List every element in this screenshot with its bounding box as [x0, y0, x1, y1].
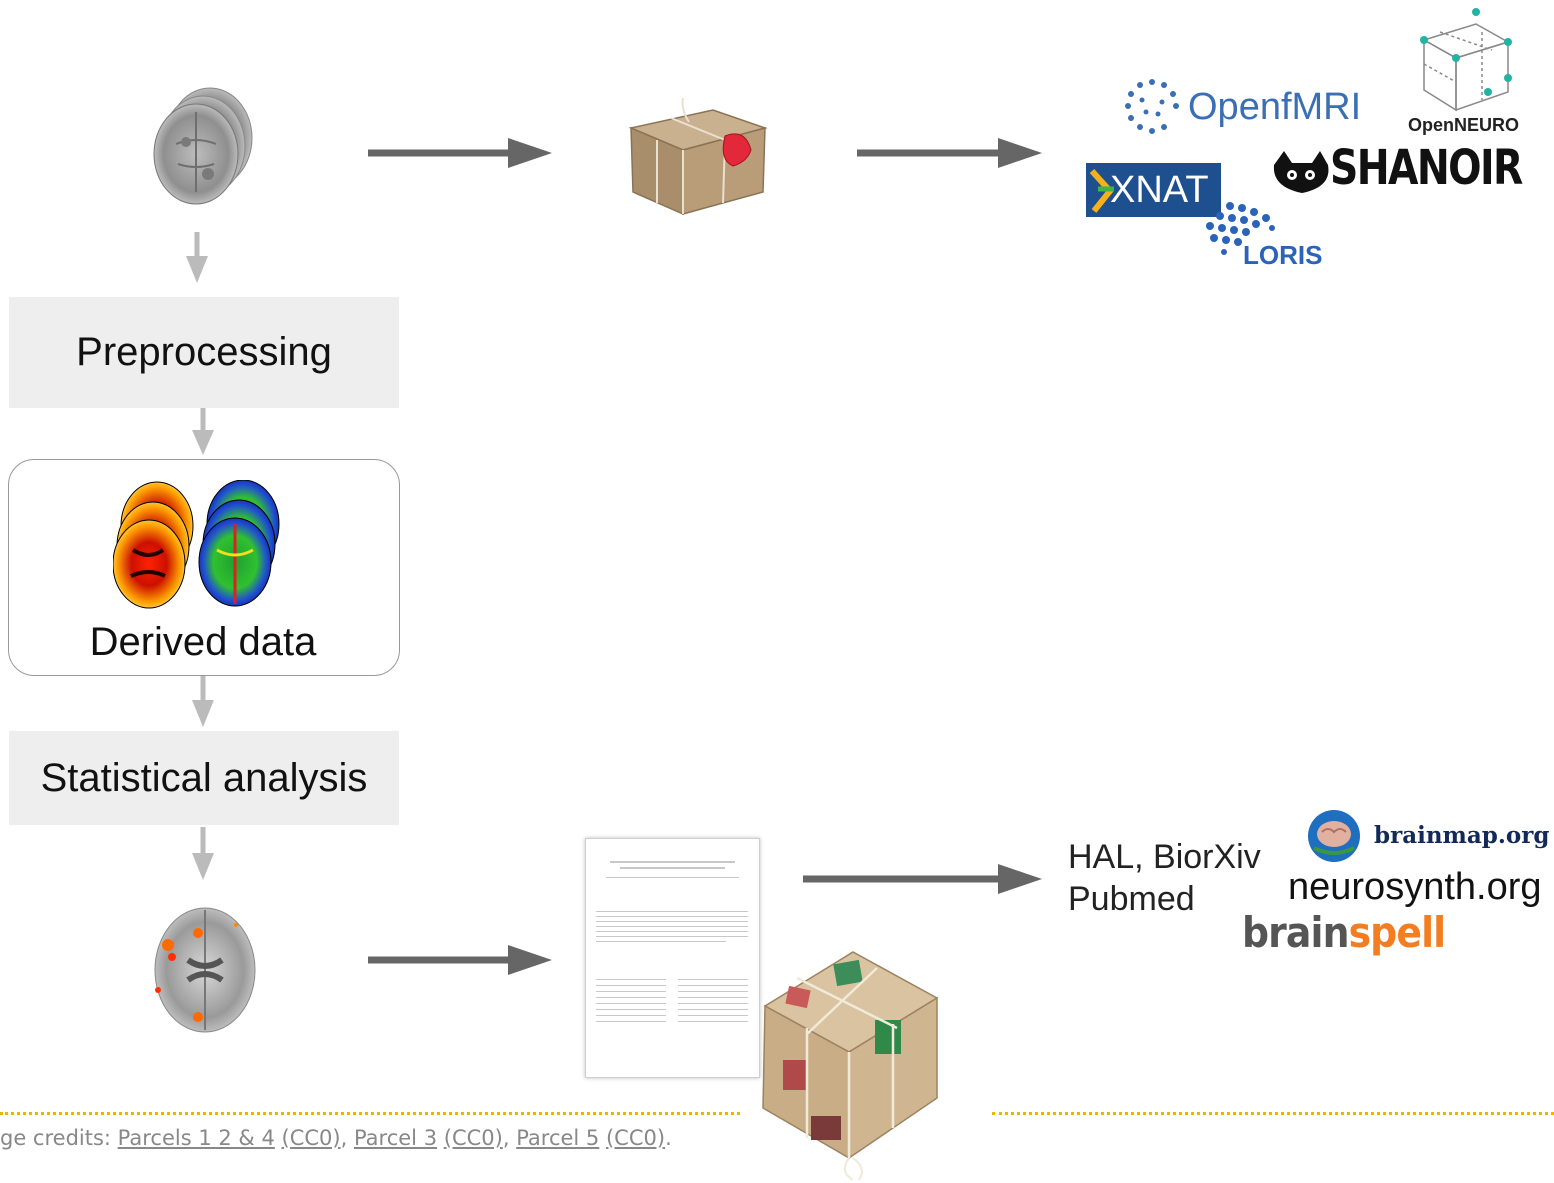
arrow-down-1 — [186, 232, 208, 283]
derived-maps-image — [113, 480, 280, 609]
brainmap-logo-text: brainmap.org — [1374, 822, 1550, 849]
image-credits: ge credits: Parcels 1 2 & 4 (CC0), Parce… — [0, 1126, 672, 1150]
pubmed-text: Pubmed — [1068, 880, 1195, 918]
openneuro-cube-icon — [1420, 8, 1512, 112]
research-paper-image — [585, 838, 760, 1078]
statistical-map-image — [154, 907, 256, 1033]
shanoir-cat-icon — [1273, 151, 1329, 193]
neurosynth-logo-text: neurosynth.org — [1288, 866, 1542, 908]
derived-data-label: Derived data — [89, 620, 317, 664]
arrow-down-3 — [192, 675, 214, 727]
footer-dotted-rule-left — [0, 1112, 740, 1115]
brainspell-spell-text: spell — [1348, 908, 1447, 957]
openfmri-logo-text: OpenfMRI — [1188, 86, 1362, 128]
footer-dotted-rule-right — [992, 1112, 1554, 1115]
xnat-logo: XNAT — [1086, 163, 1221, 217]
loris-network-icon — [1206, 202, 1275, 255]
arrow-down-4 — [192, 827, 214, 880]
xnat-logo-text: XNAT — [1110, 169, 1209, 211]
loris-logo-text: LORIS — [1243, 240, 1323, 270]
credits-link-parcel-3[interactable]: Parcel 3 — [353, 1126, 438, 1150]
credits-link-parcel-5[interactable]: Parcel 5 — [516, 1126, 600, 1150]
credits-link-parcels-1-2-4[interactable]: Parcels 1 2 & 4 — [117, 1126, 275, 1150]
shanoir-logo-text: SHANOIR — [1330, 140, 1523, 196]
brainspell-brain-text: brain — [1242, 908, 1349, 957]
brainspell-logo: brainspell — [1242, 908, 1447, 957]
credits-license-link-1[interactable]: (CC0) — [281, 1126, 341, 1150]
arrow-paper-to-publication — [803, 864, 1042, 894]
credits-license-link-3[interactable]: (CC0) — [605, 1126, 666, 1150]
credits-prefix: ge credits: — [0, 1126, 118, 1150]
arrow-results-to-paper — [368, 945, 552, 975]
statistical-analysis-label: Statistical analysis — [40, 755, 368, 800]
data-package-image — [628, 97, 768, 216]
brainmap-globe-icon — [1308, 810, 1360, 862]
credits-license-link-2[interactable]: (CC0) — [443, 1126, 503, 1150]
xnat-mark-icon — [1089, 168, 1114, 213]
preprocessing-box: Preprocessing — [9, 297, 399, 408]
stamped-package-image — [762, 951, 939, 1181]
openfmri-swirl-icon — [1125, 79, 1179, 134]
statistical-analysis-box: Statistical analysis — [9, 731, 399, 825]
arrow-down-2 — [192, 408, 214, 455]
hal-biorxiv-text: HAL, BiorXiv — [1068, 838, 1261, 876]
preprocessing-label: Preprocessing — [76, 330, 332, 374]
raw-mri-volumes-image — [153, 87, 253, 205]
arrow-package-to-repositories — [857, 138, 1042, 168]
openneuro-logo-text: OpenNEURO — [1408, 115, 1520, 135]
arrow-raw-to-package — [368, 138, 552, 168]
